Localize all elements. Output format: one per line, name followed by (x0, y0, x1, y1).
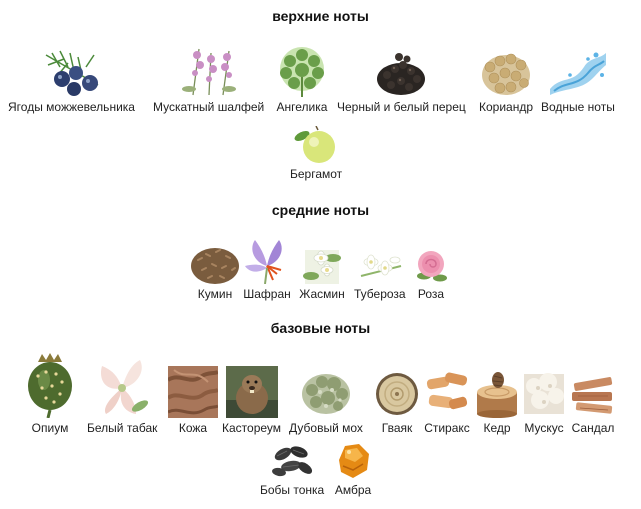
note-label: Кориандр (479, 100, 534, 114)
sandalwood-icon (570, 366, 616, 418)
styrax-icon (423, 366, 471, 418)
base-notes-heading: базовые ноты (270, 320, 371, 336)
note-oakmoss: Дубовый мох (289, 366, 363, 435)
beaver-icon (225, 366, 278, 418)
guaiac-wood-icon (374, 366, 420, 418)
note-coriander: Кориандр (479, 45, 533, 114)
note-label: Гваяк (381, 421, 413, 435)
note-label: Сандал (571, 421, 615, 435)
juniper-berries-icon (38, 45, 104, 97)
note-label: Кумин (197, 287, 233, 301)
note-bergamot: Бергамот (290, 125, 343, 181)
note-guaiac: Гваяк (374, 366, 420, 435)
pepper-icon (375, 45, 427, 97)
middle-notes-heading: средние ноты (271, 202, 370, 218)
note-musk: Мускус (522, 366, 566, 435)
note-white-tobacco: Белый табак (87, 352, 157, 435)
note-label: Стиракс (424, 421, 470, 435)
cedar-icon (474, 366, 520, 418)
note-label: Ангелика (276, 100, 328, 114)
tonka-beans-icon (271, 440, 313, 480)
note-label: Амбра (334, 483, 372, 497)
note-amber: Амбра (333, 440, 373, 497)
saffron-icon (243, 236, 291, 285)
white-tobacco-icon (92, 352, 152, 418)
coriander-icon (480, 45, 532, 97)
note-label: Опиум (31, 421, 69, 435)
note-juniper-berries: Ягоды можжевельника (8, 45, 135, 114)
note-label: Кедр (483, 421, 511, 435)
note-clary-sage: Мускатный шалфей (153, 45, 264, 114)
note-label: Ягоды можжевельника (8, 100, 135, 114)
note-label: Мускатный шалфей (153, 100, 265, 114)
bergamot-icon (294, 125, 338, 164)
note-cumin: Кумин (190, 236, 240, 301)
note-castoreum: Кастореум (222, 366, 281, 435)
oakmoss-icon (300, 366, 352, 418)
note-sandalwood: Сандал (570, 366, 616, 435)
top-notes-heading: верхние ноты (272, 8, 369, 24)
note-opium: Опиум (24, 352, 76, 435)
note-label: Белый табак (87, 421, 158, 435)
cumin-icon (190, 236, 240, 284)
note-label: Тубероза (354, 287, 406, 301)
note-label: Бобы тонка (260, 483, 325, 497)
note-label: Мускус (524, 421, 564, 435)
note-label: Шафран (243, 287, 291, 301)
leather-icon (166, 366, 219, 418)
note-label: Роза (417, 287, 445, 301)
note-leather: Кожа (166, 366, 219, 435)
poppy-icon (24, 352, 76, 419)
note-label: Дубовый мох (289, 421, 363, 435)
jasmine-icon (299, 236, 345, 284)
musk-icon (522, 366, 566, 418)
note-saffron: Шафран (243, 236, 291, 301)
note-label: Бергамот (290, 167, 343, 181)
note-styrax: Стиракс (423, 366, 471, 435)
note-jasmine: Жасмин (299, 236, 345, 301)
note-label: Кожа (178, 421, 208, 435)
amber-icon (333, 440, 373, 480)
rose-icon (414, 236, 448, 284)
angelica-icon (276, 45, 328, 97)
note-label: Кастореум (222, 421, 282, 435)
note-tonka-beans: Бобы тонка (260, 440, 324, 497)
note-label: Водные ноты (541, 100, 615, 114)
note-angelica: Ангелика (276, 45, 328, 114)
water-splash-icon (548, 45, 608, 97)
clary-sage-icon (179, 45, 239, 97)
note-pepper: Черный и белый перец (337, 45, 466, 114)
note-cedar: Кедр (474, 366, 520, 435)
note-water: Водные ноты (541, 45, 615, 114)
note-label: Черный и белый перец (337, 100, 466, 114)
note-tuberose: Тубероза (354, 236, 406, 301)
note-label: Жасмин (299, 287, 345, 301)
note-rose: Роза (414, 236, 448, 301)
tuberose-icon (355, 236, 405, 284)
